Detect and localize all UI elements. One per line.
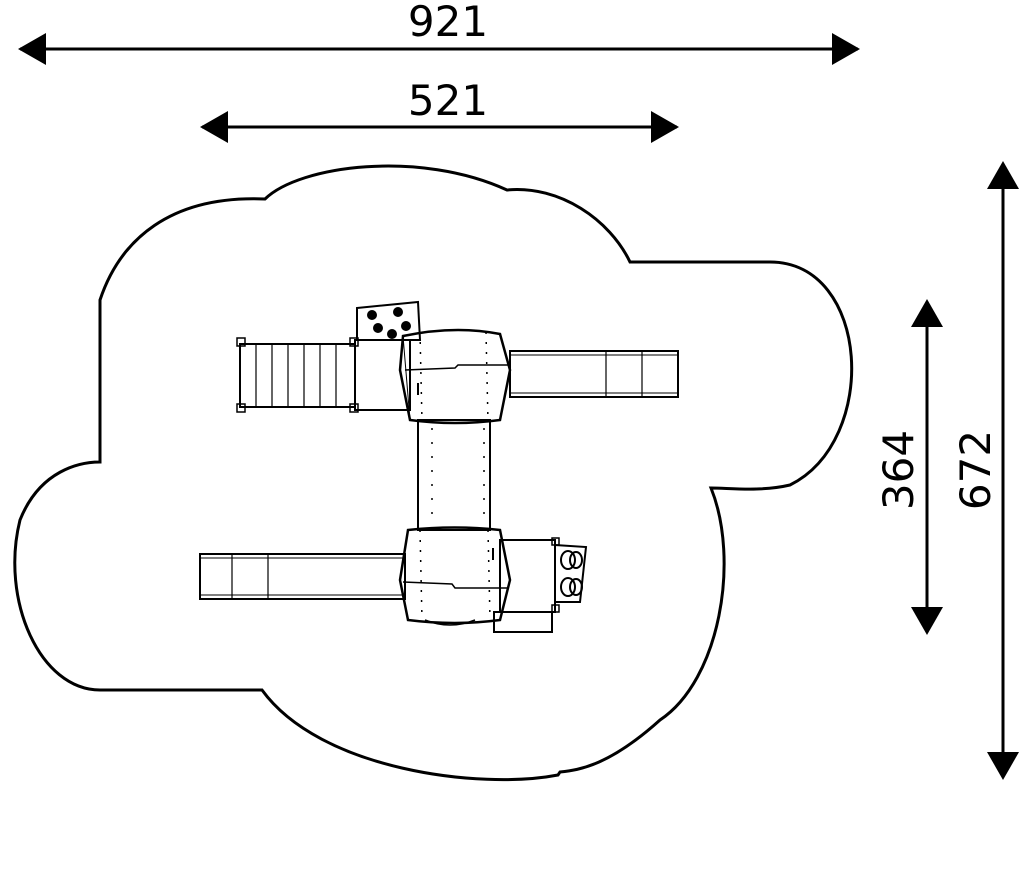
upper-left-stairs [236,337,359,413]
arrowhead-right [832,33,860,65]
lower-right-panel [554,543,588,603]
structure-depth-label: 364 [874,430,923,510]
dimension-overall-width: 921 [18,0,860,65]
upper-right-slide [509,350,679,398]
central-bridge [417,419,491,531]
arrowhead-top [911,299,943,327]
climbing-wall-top [356,300,422,341]
overall-depth-label: 672 [951,430,1000,510]
arrowhead-left [200,111,228,143]
arrowhead-bottom [987,752,1019,780]
upper-deck [354,339,411,411]
arrowhead-left [18,33,46,65]
structure-width-label: 521 [408,76,488,125]
lower-tower-base [424,619,476,626]
arrowhead-top [987,161,1019,189]
dimension-overall-depth: 672 [951,161,1019,780]
dimension-structure-width: 521 [200,76,679,143]
lower-tower-roof [398,526,512,625]
arrowhead-right [651,111,679,143]
safety-zone-outline [13,164,854,782]
dimension-structure-depth: 364 [874,299,943,635]
upper-tower-roof [398,328,512,425]
overall-width-label: 921 [408,0,488,46]
play-structure [199,300,679,633]
arrowhead-bottom [911,607,943,635]
lower-left-slide [199,553,406,600]
